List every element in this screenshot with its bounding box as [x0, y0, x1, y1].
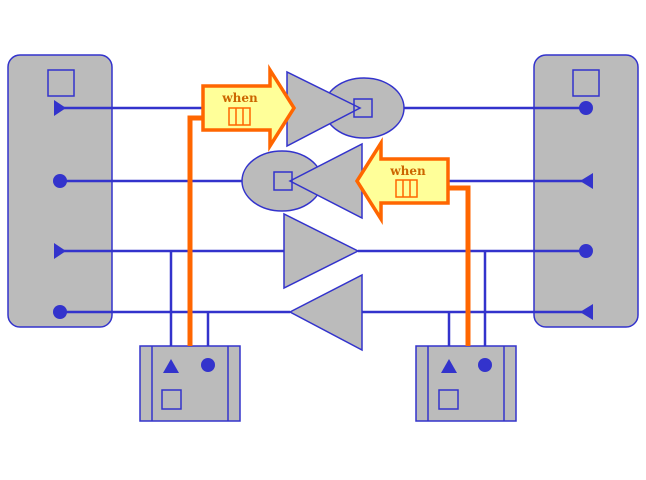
left-port-1-triangle-arrow-icon [54, 100, 66, 116]
bottom-left-box-square-icon [161, 389, 182, 410]
gate-row-1[interactable] [286, 70, 405, 148]
gate-row-4-triangle[interactable] [288, 273, 363, 352]
left-module-square-icon [47, 69, 75, 97]
right-port-3-dot-icon [579, 244, 593, 258]
when-gate-right-queue-icon [395, 179, 418, 198]
bottom-left-box-triangle-arrow-icon [163, 359, 179, 373]
left-module[interactable] [7, 54, 113, 328]
bottom-right-box-dot-icon [478, 358, 492, 372]
gate-row-2[interactable] [241, 142, 363, 220]
control-path-right [448, 185, 471, 346]
left-port-4-dot-icon [53, 305, 67, 319]
gate-row-2-square-icon [273, 171, 293, 191]
bottom-right-box-square-icon [438, 389, 459, 410]
when-gate-right[interactable]: when [354, 136, 450, 226]
when-gate-top-label: when [221, 91, 258, 105]
gate-row-1-square-icon [353, 98, 373, 118]
left-port-3-triangle-arrow-icon [54, 243, 66, 259]
control-path-left [187, 115, 205, 346]
right-ports [579, 101, 593, 320]
bottom-right-box-triangle-arrow-icon [441, 359, 457, 373]
bottom-left-box-dot-icon [201, 358, 215, 372]
bottom-left-box[interactable] [139, 345, 241, 422]
left-port-2-dot-icon [53, 174, 67, 188]
bottom-right-box[interactable] [415, 345, 517, 422]
right-module-square-icon [572, 69, 600, 97]
when-gate-top[interactable]: when [201, 63, 297, 153]
gate-row-3-triangle[interactable] [283, 212, 360, 290]
right-port-2-triangle-arrow-icon [580, 173, 593, 189]
when-gate-right-label: when [389, 164, 426, 178]
left-ports [53, 100, 67, 319]
right-port-4-triangle-arrow-icon [580, 304, 593, 320]
when-gate-top-queue-icon [228, 107, 251, 126]
control-paths [187, 115, 471, 346]
right-module[interactable] [533, 54, 639, 328]
right-port-1-dot-icon [579, 101, 593, 115]
